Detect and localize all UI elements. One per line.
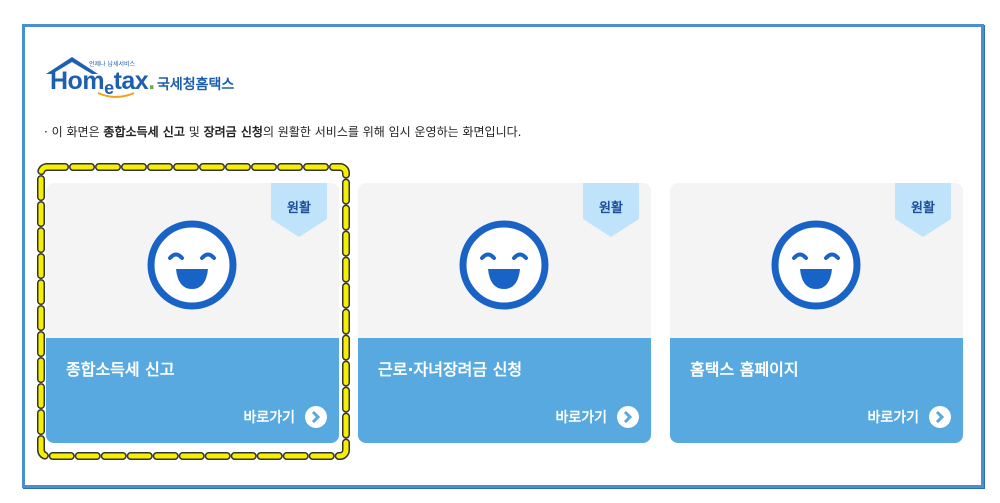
status-badge: 원활 (895, 183, 951, 237)
smiley-face-icon (771, 220, 861, 310)
card-earned-income-credit[interactable]: 원활 근로·자녀장려금 신청 바로가기 (358, 183, 651, 443)
smiley-face-icon (459, 220, 549, 310)
card-bottom: 종합소득세 신고 바로가기 (46, 338, 339, 443)
notice-text: · 이 화면은 종합소득세 신고 및 장려금 신청의 원활한 서비스를 위해 임… (44, 125, 522, 139)
logo-smile-icon (97, 92, 135, 98)
card-title: 근로·자녀장려금 신청 (378, 360, 523, 379)
logo-korean-name: 국세청홈택스 (157, 77, 235, 93)
card-bottom: 근로·자녀장려금 신청 바로가기 (358, 338, 651, 443)
card-title: 홈택스 홈페이지 (690, 360, 799, 379)
card-top: 원활 (670, 183, 963, 338)
card-title: 종합소득세 신고 (66, 360, 175, 379)
smiley-face-icon (147, 220, 237, 310)
logo-tagline: 언제나 납세서비스 (89, 61, 136, 68)
go-button[interactable]: 바로가기 (555, 406, 639, 428)
chevron-right-icon (929, 406, 951, 428)
status-badge: 원활 (583, 183, 639, 237)
house-icon (46, 57, 98, 74)
logo-brand: Hometax. (50, 67, 155, 98)
card-income-tax-filing[interactable]: 원활 종합소득세 신고 바로가기 (46, 183, 339, 443)
card-top: 원활 (46, 183, 339, 338)
chevron-right-icon (305, 406, 327, 428)
card-bottom: 홈택스 홈페이지 바로가기 (670, 338, 963, 443)
status-badge: 원활 (271, 183, 327, 237)
highlight-annotation (37, 163, 350, 460)
go-button[interactable]: 바로가기 (867, 406, 951, 428)
hometax-logo[interactable]: 언제나 납세서비스 Hometax. 국세청홈택스 (44, 54, 244, 98)
chevron-right-icon (617, 406, 639, 428)
card-top: 원활 (358, 183, 651, 338)
go-button[interactable]: 바로가기 (243, 406, 327, 428)
card-hometax-homepage[interactable]: 원활 홈택스 홈페이지 바로가기 (670, 183, 963, 443)
